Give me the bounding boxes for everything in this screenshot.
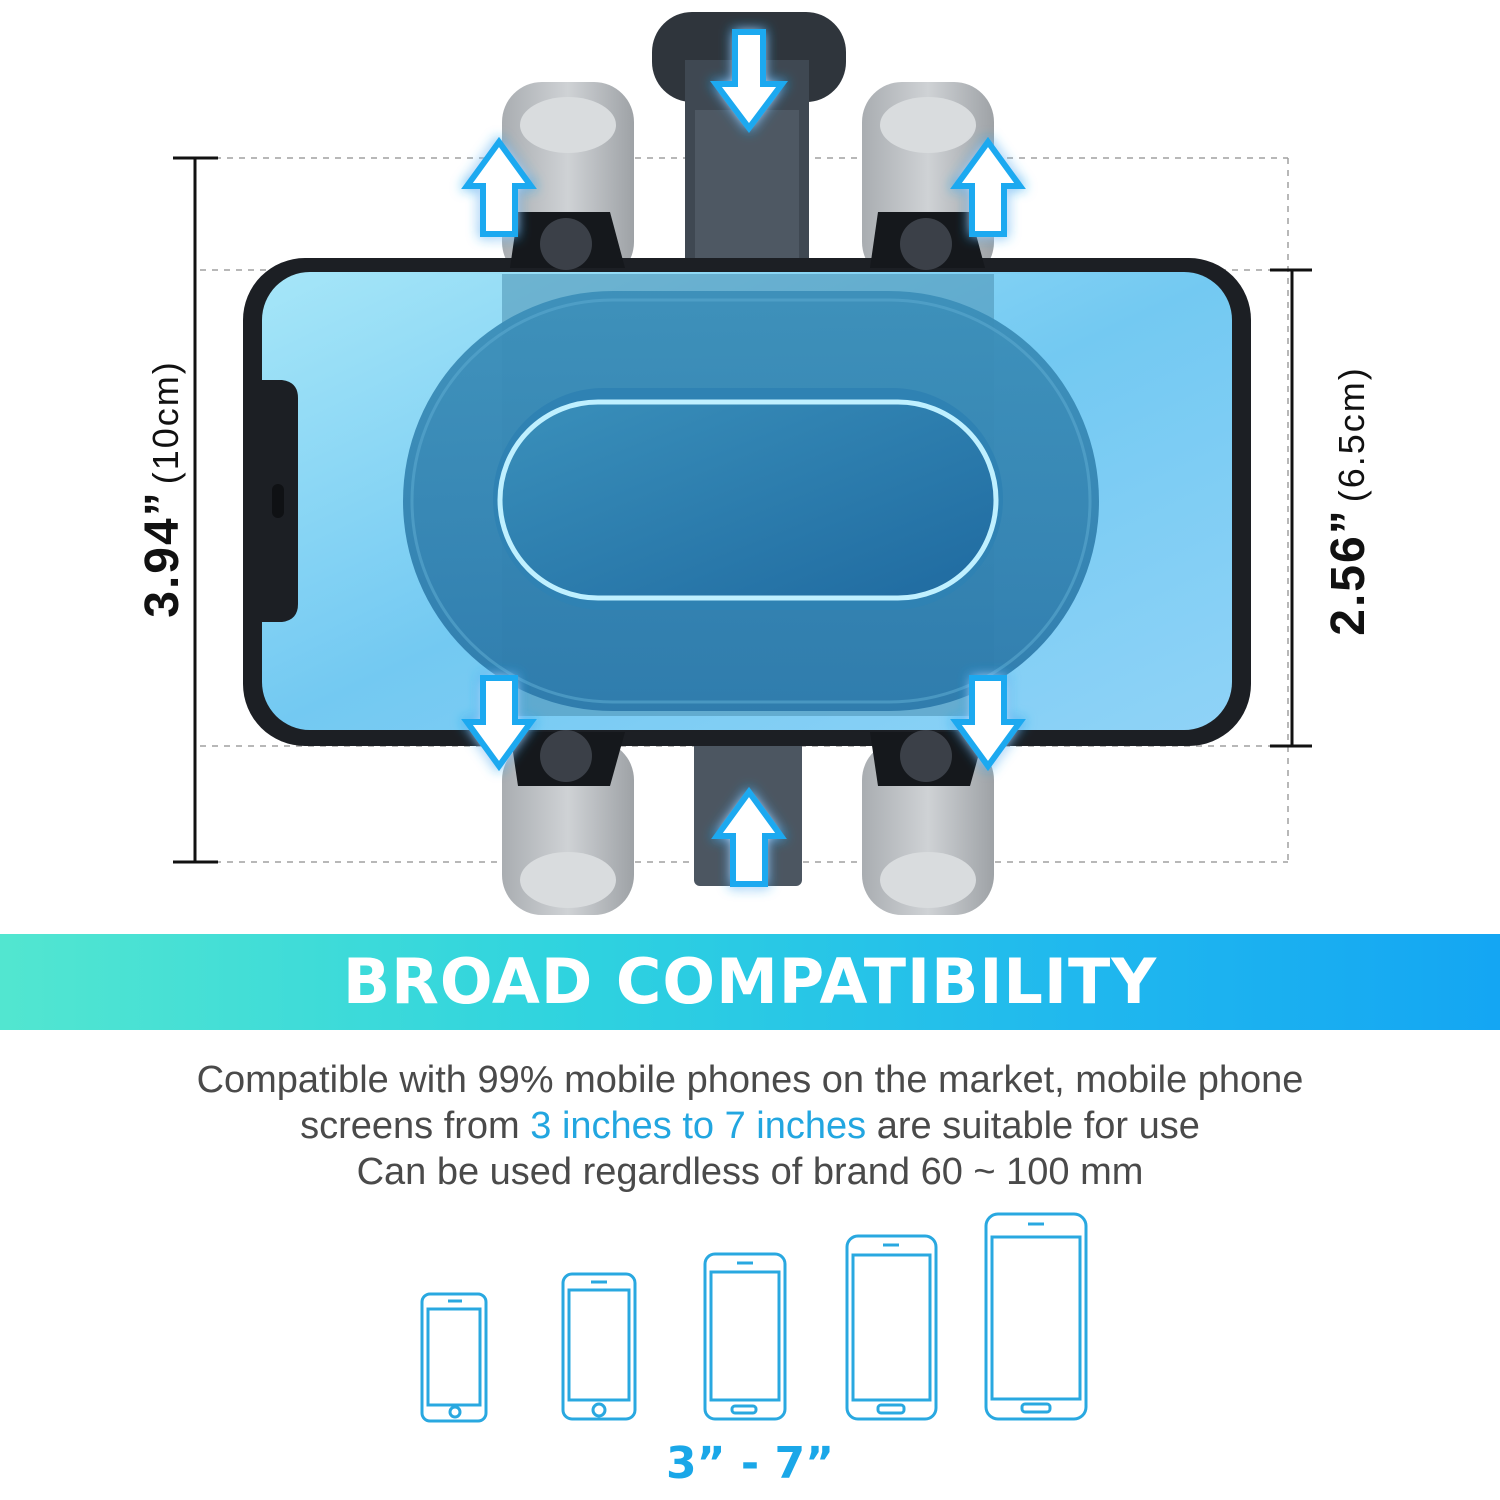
car-phone-holder-illustration [173,12,1312,915]
height-inner-metric: (6.5cm) [1331,366,1372,503]
banner-title: BROAD COMPATIBILITY [342,945,1158,1018]
phone-outline-icon [703,1252,787,1421]
phone-outline-icon [420,1292,488,1423]
description-line-1: Compatible with 99% mobile phones on the… [196,1059,1304,1101]
mount-stem [652,12,846,290]
height-inner-label: 2.56” (6.5cm) [1321,351,1375,651]
clamp-jaws [510,212,985,786]
description-line-2-end: are suitable for use [866,1105,1200,1147]
description-line-2: screens from 3 inches to 7 inches are su… [100,1103,1400,1149]
height-outer-metric: (10cm) [145,360,186,485]
phone-outline-icon [561,1272,637,1421]
height-outer-bracket [173,156,218,864]
description-line-2-start: screens from [300,1105,531,1147]
compatibility-banner: BROAD COMPATIBILITY [0,934,1500,1030]
height-outer-value: 3.94” [136,490,189,618]
up-down-arrow-icon [461,29,1026,887]
screen-size-range-label: 3” - 7” [666,1438,834,1489]
phone-outline-icon [845,1234,938,1421]
cradle-pad [403,291,1099,711]
height-outer-label: 3.94” (10cm) [135,349,189,629]
description-line-3: Can be used regardless of brand 60 ~ 100… [356,1151,1144,1193]
screen-size-range-highlight: 3 inches to 7 inches [530,1105,867,1147]
height-inner-value: 2.56” [1322,508,1375,636]
compatibility-description: Compatible with 99% mobile phones on the… [100,1057,1400,1195]
height-inner-bracket [1270,268,1312,748]
phone-size-icons [420,1212,1088,1423]
phone-outline-icon [984,1212,1088,1421]
